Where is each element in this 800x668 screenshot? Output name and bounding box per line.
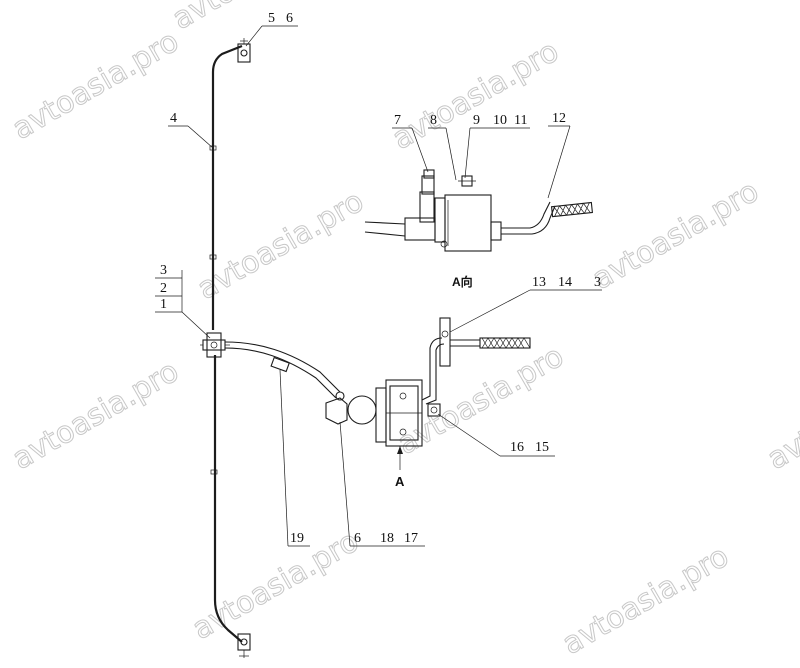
callout-3-left: 3 xyxy=(160,263,167,278)
leader-lines xyxy=(155,25,602,547)
callout-1: 1 xyxy=(160,297,167,312)
callout-3-right: 3 xyxy=(594,275,601,290)
callout-labels: 5 6 4 3 2 1 7 8 9 10 11 12 13 14 3 16 15… xyxy=(160,11,601,546)
view-a-arrow: A xyxy=(395,446,405,489)
watermark: avtoasia.pro xyxy=(187,524,365,647)
callout-5: 5 xyxy=(268,11,275,26)
callout-6-bottom: 6 xyxy=(354,531,361,546)
watermark: avtoasia.pro xyxy=(192,184,370,307)
callout-11: 11 xyxy=(514,113,527,128)
callout-18: 18 xyxy=(380,531,394,546)
callout-10: 10 xyxy=(493,113,507,128)
callout-16: 16 xyxy=(510,440,524,455)
callout-17: 17 xyxy=(404,531,418,546)
callout-19: 19 xyxy=(290,531,304,546)
right-bracket-hose xyxy=(439,317,531,367)
tee-fitting xyxy=(200,332,230,358)
callout-2: 2 xyxy=(160,281,167,296)
inset-view-a: A向 xyxy=(364,169,593,289)
callout-7: 7 xyxy=(394,113,401,128)
vertical-pipe xyxy=(209,44,243,643)
callout-15: 15 xyxy=(535,440,549,455)
callout-14: 14 xyxy=(558,275,572,290)
top-bracket xyxy=(237,38,251,63)
bottom-bracket xyxy=(237,633,251,658)
cylinder-assembly xyxy=(325,337,445,447)
callout-13: 13 xyxy=(532,275,546,290)
callout-8: 8 xyxy=(430,113,437,128)
watermark: avtoasia.pro xyxy=(7,354,185,477)
callout-9: 9 xyxy=(473,113,480,128)
hose-to-cylinder xyxy=(224,341,341,399)
callout-4: 4 xyxy=(170,111,177,126)
watermarks: avtoasia.pro avtoasia.pro avtoasia.pro a… xyxy=(6,0,800,662)
watermark: avtoasia.pro xyxy=(762,354,800,477)
callout-12: 12 xyxy=(552,111,566,126)
view-marker: A xyxy=(395,474,405,489)
view-label: A向 xyxy=(452,274,473,289)
watermark: avtoasia.pro xyxy=(587,174,765,297)
callout-6-top: 6 xyxy=(286,11,293,26)
watermark: avtoasia.pro xyxy=(167,0,345,37)
watermark: avtoasia.pro xyxy=(387,34,565,157)
watermark: avtoasia.pro xyxy=(7,24,185,147)
watermark: avtoasia.pro xyxy=(557,539,735,662)
